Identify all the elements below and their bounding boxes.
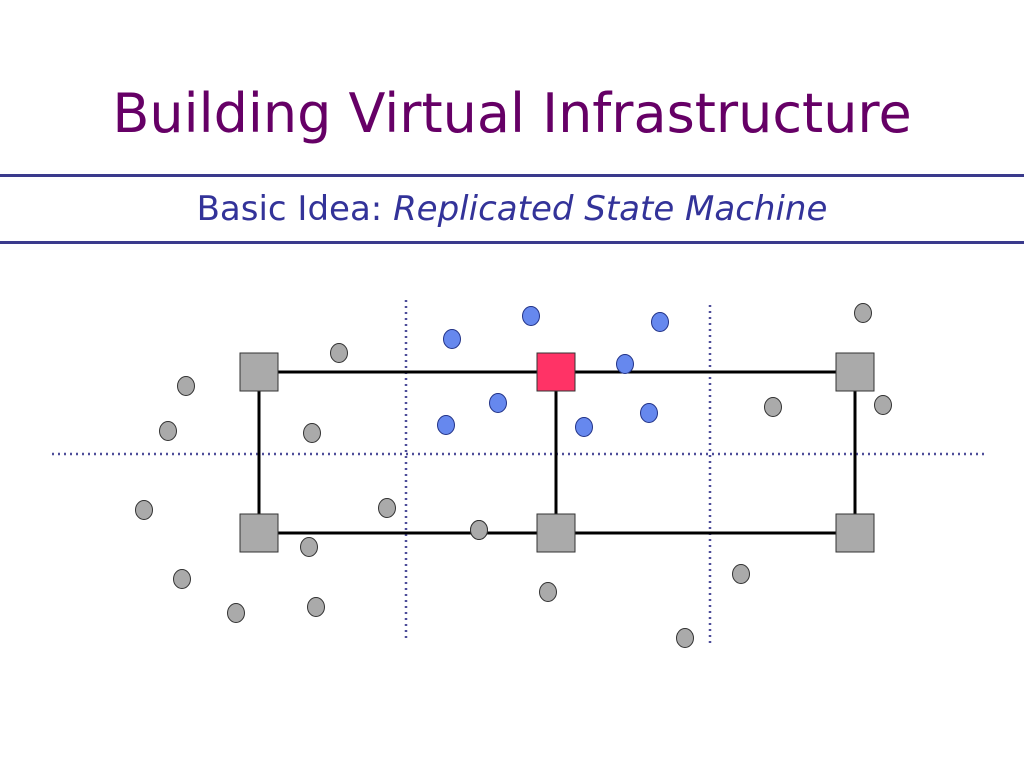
client-node-blue xyxy=(616,354,634,374)
client-node-gray xyxy=(307,597,325,617)
client-node-gray xyxy=(539,582,557,602)
server-node xyxy=(835,513,875,553)
client-node-gray xyxy=(330,343,348,363)
server-node xyxy=(239,352,279,392)
client-node-blue xyxy=(640,403,658,423)
title-divider-top xyxy=(0,174,1024,177)
client-node-blue xyxy=(443,329,461,349)
client-nodes xyxy=(135,303,892,648)
client-node-gray xyxy=(854,303,872,323)
client-node-gray xyxy=(378,498,396,518)
partition-lines xyxy=(52,300,988,645)
client-node-blue xyxy=(575,417,593,437)
slide-title: Building Virtual Infrastructure xyxy=(112,82,912,145)
slide-subtitle: Basic Idea: Replicated State Machine xyxy=(0,189,1024,229)
title-divider-bottom xyxy=(0,241,1024,244)
client-node-blue xyxy=(522,306,540,326)
client-node-gray xyxy=(173,569,191,589)
server-nodes xyxy=(239,352,875,553)
client-node-gray xyxy=(227,603,245,623)
server-node xyxy=(835,352,875,392)
server-node xyxy=(239,513,279,553)
client-node-blue xyxy=(437,415,455,435)
client-node-gray xyxy=(159,421,177,441)
client-node-gray xyxy=(135,500,153,520)
client-node-gray xyxy=(470,520,488,540)
server-node xyxy=(536,513,576,553)
client-node-blue xyxy=(651,312,669,332)
client-node-gray xyxy=(732,564,750,584)
client-node-gray xyxy=(303,423,321,443)
client-node-blue xyxy=(489,393,507,413)
client-node-gray xyxy=(764,397,782,417)
leader-server-node xyxy=(536,352,576,392)
client-node-gray xyxy=(300,537,318,557)
client-node-gray xyxy=(177,376,195,396)
subtitle-emphasis: Replicated State Machine xyxy=(393,189,828,229)
subtitle-prefix: Basic Idea: xyxy=(196,189,394,229)
client-node-gray xyxy=(676,628,694,648)
client-node-gray xyxy=(874,395,892,415)
server-links xyxy=(257,370,857,535)
